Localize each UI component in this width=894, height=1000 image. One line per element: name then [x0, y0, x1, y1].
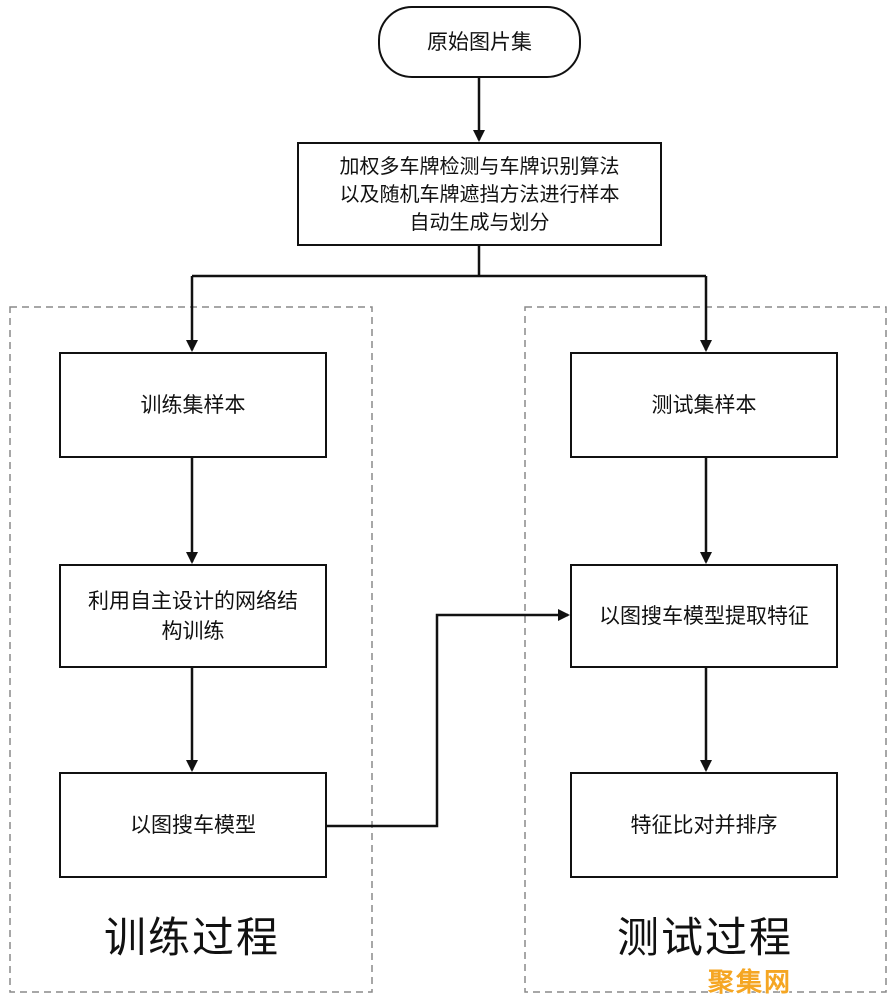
test-node-test-samples: 测试集样本 [570, 352, 838, 458]
test-step2-label: 以图搜车模型提取特征 [599, 604, 809, 628]
connector-process-split [192, 246, 706, 278]
train-node-network-training: 利用自主设计的网络结 构训练 [59, 564, 327, 668]
train-step1-label: 训练集样本 [140, 393, 246, 417]
process-line-2: 以及随机车牌遮挡方法进行样本 [339, 182, 620, 206]
train-node-search-model: 以图搜车模型 [59, 772, 327, 878]
test-step3-label: 特征比对并排序 [630, 813, 778, 837]
test-group-label: 测试过程 [617, 913, 794, 962]
start-node-original-images: 原始图片集 [378, 6, 581, 78]
arrow-model-to-extract [327, 609, 570, 828]
test-node-feature-extraction: 以图搜车模型提取特征 [570, 564, 838, 668]
train-step2-line1: 利用自主设计的网络结 [88, 589, 298, 613]
test-step1-label: 测试集样本 [651, 393, 757, 417]
train-group-label: 训练过程 [104, 913, 281, 962]
process-line-1: 加权多车牌检测与车牌识别算法 [339, 154, 620, 178]
test-node-compare-and-rank: 特征比对并排序 [570, 772, 838, 878]
train-step2-line2: 构训练 [161, 619, 225, 643]
process-line-3: 自动生成与划分 [409, 210, 550, 234]
start-node-label: 原始图片集 [427, 30, 532, 54]
train-step3-label: 以图搜车模型 [130, 813, 256, 837]
process-node-sample-generation: 加权多车牌检测与车牌识别算法 以及随机车牌遮挡方法进行样本 自动生成与划分 [297, 142, 662, 246]
watermark-logo: 聚集网 [708, 968, 793, 998]
train-node-training-samples: 训练集样本 [59, 352, 327, 458]
